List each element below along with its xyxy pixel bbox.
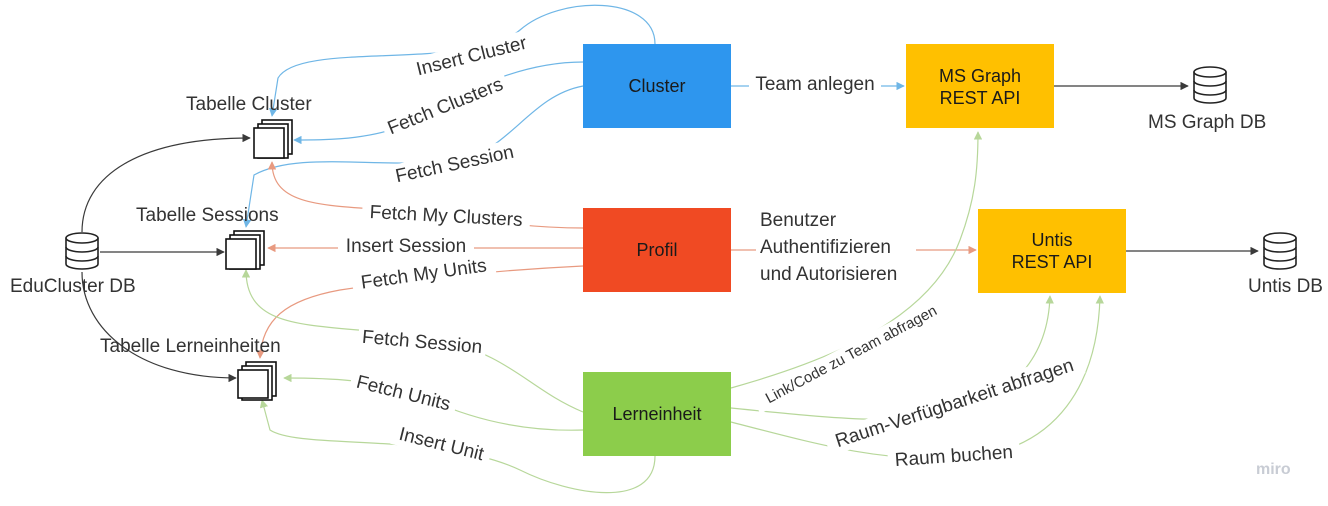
- label-fetch-my-units: Fetch My Units: [350, 252, 497, 296]
- edge-insert-unit: [259, 399, 656, 494]
- table-lerneinheiten-label: Tabelle Lerneinheiten: [100, 336, 281, 357]
- raum-buchen-text: Raum buchen: [894, 442, 1013, 471]
- fetch-session-1-text: Fetch Session: [394, 142, 516, 188]
- node-untis-line2: REST API: [1012, 252, 1093, 272]
- label-team-anlegen: Team anlegen: [749, 72, 881, 96]
- fetch-my-units-text: Fetch My Units: [360, 255, 488, 293]
- label-link-code: Link/Code zu Team abfragen: [751, 294, 952, 414]
- node-cluster-label: Cluster: [628, 76, 685, 96]
- label-insert-cluster: Insert Cluster: [408, 29, 535, 83]
- label-authentifizieren: Benutzer Authentifizieren und Autorisier…: [756, 208, 916, 290]
- untis-db-icon[interactable]: [1263, 232, 1297, 270]
- node-msgraph-line1: MS Graph: [939, 66, 1021, 86]
- edge-link-code: [730, 131, 983, 389]
- edge-db-to-table-cluster: [81, 133, 251, 233]
- label-fetch-session-2: Fetch Session: [357, 324, 487, 360]
- node-profil[interactable]: Profil: [583, 208, 731, 292]
- miro-watermark: miro: [1256, 461, 1291, 478]
- educluster-db-icon[interactable]: [65, 232, 99, 270]
- table-cluster-icon[interactable]: [253, 119, 293, 159]
- auth-line2-text: Authentifizieren: [760, 237, 891, 258]
- node-msgraph-line2: REST API: [940, 88, 1021, 108]
- label-fetch-my-clusters: Fetch My Clusters: [361, 199, 531, 233]
- table-sessions-icon[interactable]: [225, 230, 265, 270]
- insert-unit-text: Insert Unit: [397, 424, 487, 465]
- msgraph-db-label: MS Graph DB: [1148, 112, 1266, 133]
- educluster-db-label: EduCluster DB: [10, 276, 136, 297]
- node-lerneinheit-label: Lerneinheit: [612, 404, 701, 424]
- label-raum-buchen: Raum buchen: [887, 439, 1021, 473]
- node-cluster[interactable]: Cluster: [583, 44, 731, 128]
- table-sessions-label: Tabelle Sessions: [136, 205, 279, 226]
- node-untis-api[interactable]: Untis REST API: [978, 209, 1126, 293]
- table-cluster-label: Tabelle Cluster: [186, 94, 312, 115]
- fetch-my-clusters-text: Fetch My Clusters: [369, 202, 523, 231]
- auth-line1-text: Benutzer: [760, 210, 837, 231]
- fetch-clusters-text: Fetch Clusters: [385, 74, 506, 139]
- raum-verfuegbarkeit-text: Raum-Verfügbarkeit abfragen: [833, 355, 1077, 452]
- fetch-units-text: Fetch Units: [354, 372, 452, 416]
- node-untis-line1: Untis: [1031, 230, 1072, 250]
- msgraph-db-icon[interactable]: [1193, 66, 1227, 104]
- insert-session-text: Insert Session: [346, 236, 466, 257]
- label-raum-verfuegbarkeit: Raum-Verfügbarkeit abfragen: [823, 350, 1086, 456]
- label-insert-unit: Insert Unit: [390, 420, 493, 468]
- team-anlegen-text: Team anlegen: [755, 74, 874, 95]
- link-code-text: Link/Code zu Team abfragen: [763, 302, 940, 407]
- label-fetch-units: Fetch Units: [348, 368, 459, 418]
- node-lerneinheit[interactable]: Lerneinheit: [583, 372, 731, 456]
- node-profil-label: Profil: [636, 240, 677, 260]
- node-msgraph-api[interactable]: MS Graph REST API: [906, 44, 1054, 128]
- untis-db-label: Untis DB: [1248, 276, 1323, 297]
- label-fetch-session-1: Fetch Session: [389, 138, 520, 190]
- label-fetch-clusters: Fetch Clusters: [379, 70, 511, 142]
- auth-line3-text: und Autorisieren: [760, 264, 897, 285]
- edge-db-to-table-lerneinheiten: [81, 271, 237, 383]
- table-lerneinheiten-icon[interactable]: [237, 361, 277, 401]
- label-insert-session: Insert Session: [338, 234, 474, 258]
